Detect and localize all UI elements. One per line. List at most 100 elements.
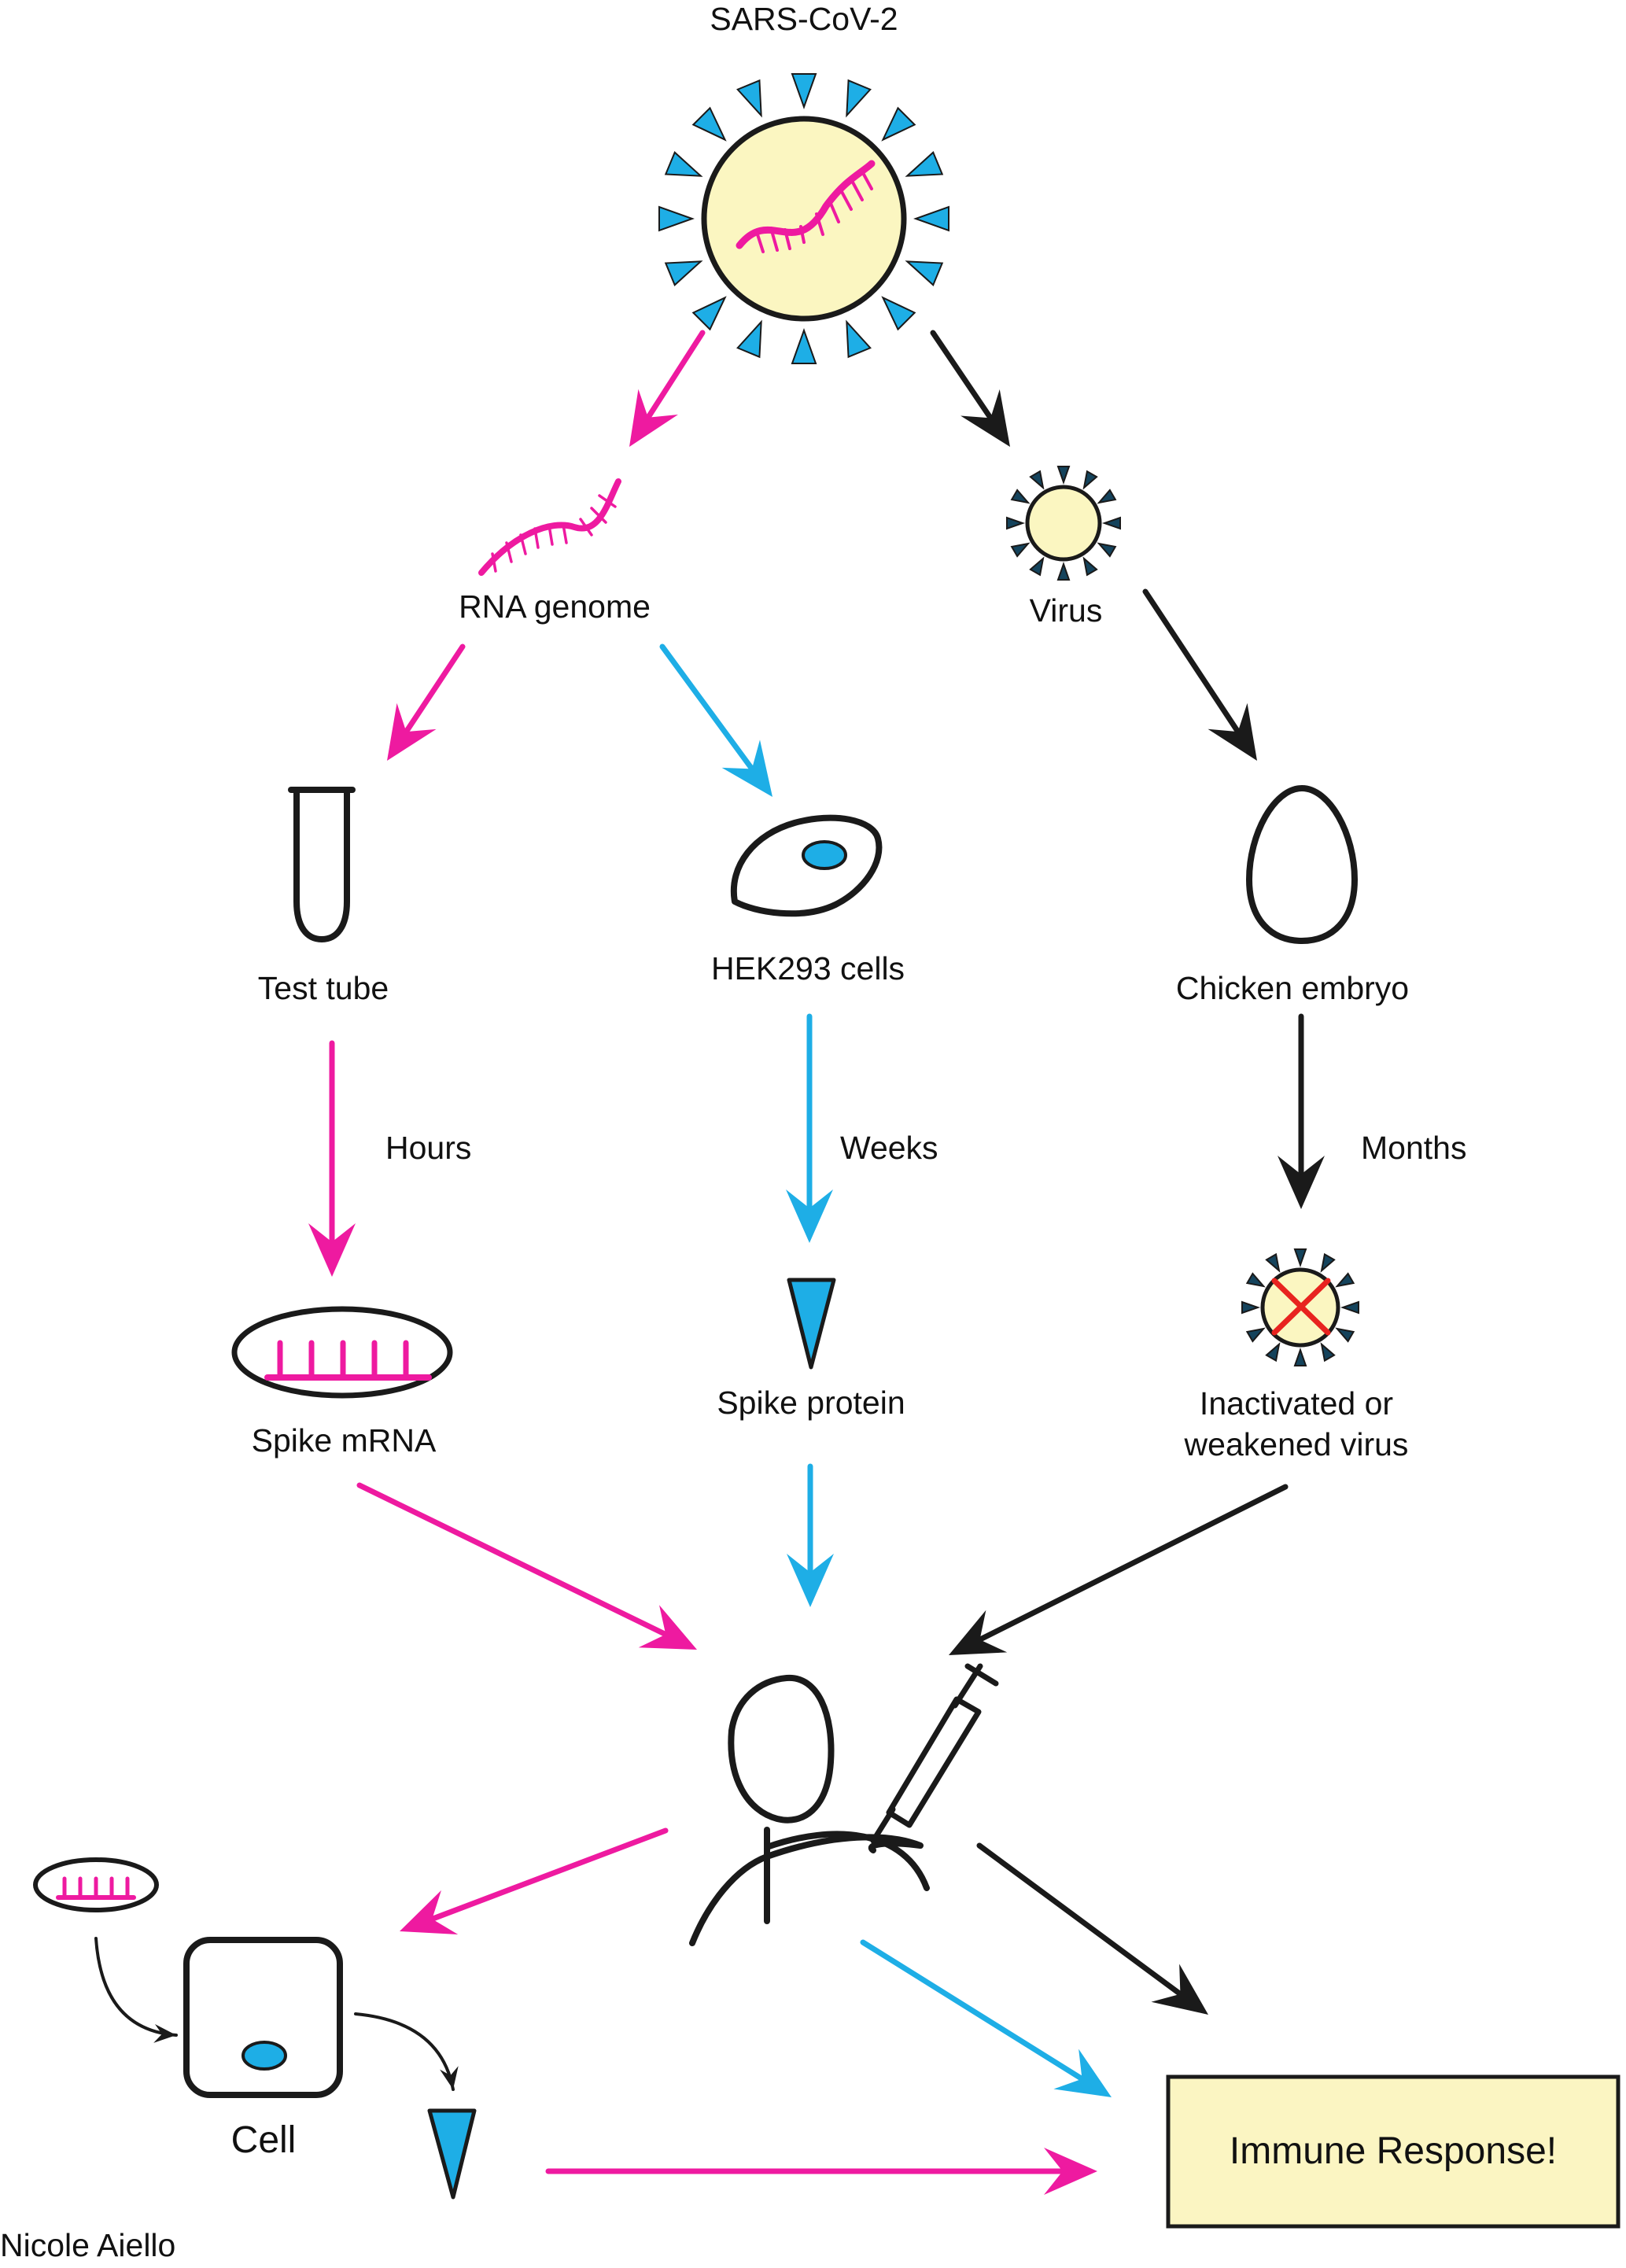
spike-icon [691,106,727,142]
inactivated-virus: Inactivated or weakened virus [1184,1248,1409,1462]
weeks-label: Weeks [840,1130,938,1166]
hek293-cells: HEK293 cells [711,814,905,986]
spike-mrna: Spike mRNA [231,1306,453,1459]
spike-icon [881,106,916,142]
cell-icon [183,1937,343,2098]
arrow-rna-to-hek [659,644,772,797]
cell-label: Cell [231,2119,297,2161]
spike-icon [905,260,944,286]
left-shoulder [689,1853,770,1946]
virus-icon [1006,466,1121,581]
spike-icon [881,296,916,331]
sars-cov-2-label: SARS-CoV-2 [710,1,898,37]
arrow-rna-to-testtube [387,644,466,761]
arrow-person-to-immune-black [976,1842,1208,2015]
spike-icon [1293,1248,1307,1268]
months-label: Months [1361,1130,1466,1166]
spike-protein: Spike protein [717,1278,905,1421]
spike-icon [1335,1327,1355,1343]
spike-icon [846,319,872,359]
spike-icon [1101,516,1121,530]
person [689,1663,999,1946]
spike-icon [736,79,762,118]
spike-icon [1097,489,1117,504]
nucleus [802,840,847,870]
hours-label: Hours [385,1130,471,1166]
arrow-spike-to-immune-magenta [545,2148,1097,2195]
virus-body [701,116,907,322]
spike-icon [1006,516,1026,530]
rna-genome-label: RNA genome [459,588,651,625]
arrow-testtube-to-mrna [308,1040,356,1277]
spike-icon [1010,542,1031,558]
spike-icon [1245,1327,1266,1343]
arrow-capsule-to-cell [94,1937,178,2043]
spike-icon [1056,466,1071,485]
spike-protrusions [1006,466,1121,581]
spike-icon [1082,556,1098,577]
nucleus [242,2041,287,2071]
immune-response-box [1166,2074,1620,2229]
syringe [870,1663,999,1844]
test-tube-icon [293,787,350,942]
arrow-sars-to-virus [930,330,1010,447]
spike-icon [1293,1347,1307,1366]
spike-protein-icon [787,1278,836,1370]
spike-icon [664,151,703,177]
cell-icon [730,814,883,917]
chicken-embryo-label: Chicken embryo [1176,970,1409,1006]
cell: Cell [183,1937,343,2161]
arrow-hek-to-spike [786,1013,833,1243]
spike-icon [1265,1342,1281,1363]
inactivated-virus-icon [1241,1248,1359,1366]
rna-genome: RNA genome [459,478,651,625]
spike-icon [1241,1300,1261,1315]
inactivated-label-line2: weakened virus [1184,1426,1409,1462]
arrow-person-to-cell [400,1827,669,1934]
spike-protrusions [1241,1248,1359,1366]
arrow-virus-to-chicken [1142,588,1257,761]
arrow-mrna-to-person [356,1482,697,1650]
inactivated-label-line1: Inactivated or [1200,1385,1393,1422]
arm [764,1834,924,1860]
arrow-cell-to-spike [354,2012,459,2091]
person-icon [689,1674,930,1946]
spike-icon [1335,1272,1355,1288]
spike-icon [1245,1272,1266,1288]
spike-icon [1320,1342,1336,1363]
spike-protein-icon [427,2108,477,2200]
spike-icon [658,205,695,232]
arrow-inactivated-to-person [949,1484,1289,1655]
hek293-cells-label: HEK293 cells [711,950,905,986]
spike-icon [1010,489,1031,504]
virus: Virus [1006,466,1121,629]
spike-icon [1265,1252,1281,1273]
syringe-icon [870,1663,999,1844]
spike-icon [1029,556,1045,577]
spike-icon [1097,542,1117,558]
edges [94,330,1325,2195]
right-shoulder [764,1831,930,1891]
test-tube-label: Test tube [258,970,389,1006]
head [728,1674,835,1824]
spike-mrna-label: Spike mRNA [252,1422,437,1459]
virus-icon [658,73,949,364]
red-cross-icon [1271,1278,1331,1336]
credit-label: Nicole Aiello [0,2227,175,2263]
spike-icon [791,328,817,364]
spike-icon [691,296,727,331]
immune-response: Immune Response! [1166,2074,1620,2229]
chicken-embryo: Chicken embryo [1176,784,1409,1006]
rna-strand-icon [478,478,621,576]
arrow-person-to-immune-cyan [860,1939,1112,2097]
virus-label: Virus [1030,592,1103,629]
spike-protrusions [658,73,949,364]
mrna-capsule-icon [33,1857,159,1912]
spike-icon [736,319,762,359]
spike-icon [913,205,949,232]
spike-icon [1029,470,1045,490]
arrow-spike-to-person [787,1463,834,1607]
mrna-capsule-icon [231,1306,453,1399]
